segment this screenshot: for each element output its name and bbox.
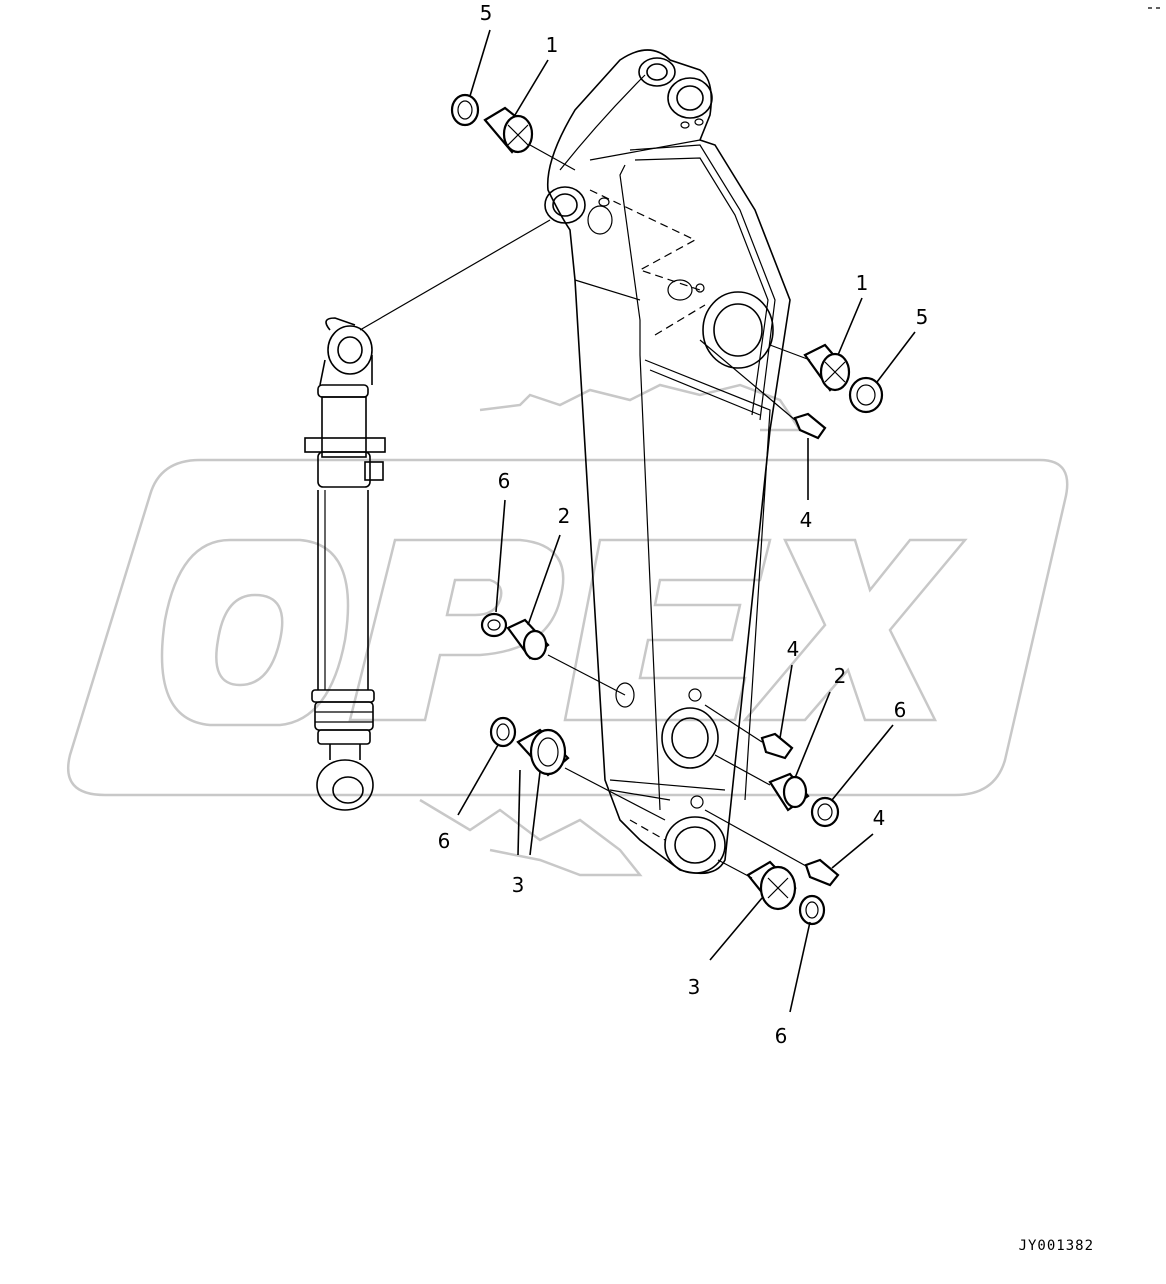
callout-5-right: 5 — [916, 305, 929, 329]
bushing-part-2-right — [714, 754, 810, 812]
hydraulic-cylinder — [304, 219, 551, 811]
grease-fitting-part-4-upper — [699, 339, 827, 440]
seal-part-6-bottom — [798, 894, 826, 926]
drawing-code: JY001382 — [1019, 1238, 1094, 1254]
callout-5-top: 5 — [480, 1, 493, 25]
arm-body — [544, 49, 791, 875]
callout-6-mid: 6 — [498, 469, 511, 493]
bushing-part-2-left — [506, 618, 626, 696]
callout-6-left: 6 — [438, 829, 451, 853]
callout-2-left: 2 — [558, 504, 571, 528]
bushing-part-3-right — [717, 859, 797, 911]
callout-3-left: 3 — [512, 873, 525, 897]
seal-part-5-right — [848, 376, 884, 414]
callout-6-right: 6 — [894, 698, 907, 722]
seal-part-6-left — [489, 716, 517, 748]
grease-fitting-part-4-lower — [704, 809, 840, 887]
seal-part-6-right — [810, 796, 840, 828]
seal-part-5-top — [450, 93, 480, 127]
grease-fitting-part-4-mid — [704, 704, 794, 760]
watermark-logo — [67, 383, 1069, 877]
callout-4-mid: 4 — [787, 637, 800, 661]
bushing-part-1-right — [769, 343, 851, 392]
callout-2-right: 2 — [834, 664, 847, 688]
callout-4-upper: 4 — [800, 508, 813, 532]
bushing-part-1-top — [483, 106, 576, 171]
seal-part-6-mid — [480, 612, 508, 638]
callout-1-top: 1 — [546, 33, 559, 57]
bushing-part-3-left — [516, 728, 666, 821]
callout-6-bottom: 6 — [775, 1024, 788, 1048]
callout-3-right: 3 — [688, 975, 701, 999]
callout-labels: 5 1 1 5 4 6 2 4 2 6 4 6 3 3 6 — [438, 1, 929, 1048]
leader-lines — [457, 29, 916, 1013]
callout-1-right: 1 — [856, 271, 869, 295]
callout-4-lower: 4 — [873, 806, 886, 830]
